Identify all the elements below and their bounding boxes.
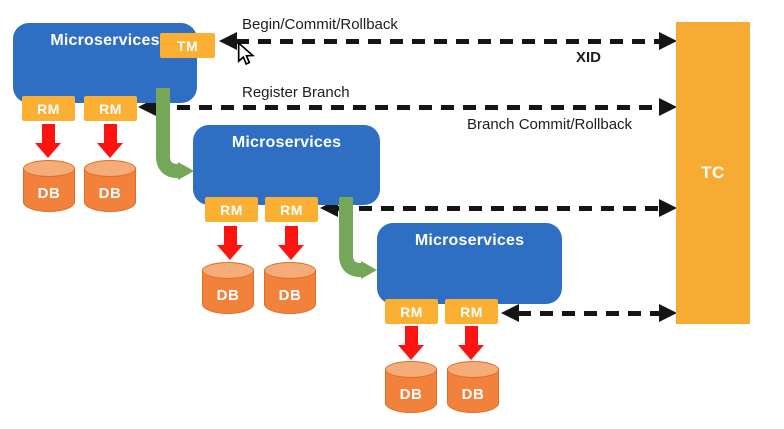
rm-badge: RM [385, 299, 438, 324]
service-box-2: Microservices [193, 125, 380, 205]
rm-badge: RM [22, 96, 75, 121]
arrowhead-right-icon [659, 304, 677, 322]
tc-label: TC [701, 163, 725, 182]
service-title: Microservices [50, 32, 160, 49]
arrow-line [337, 206, 664, 211]
green-curve-arrow-icon [339, 197, 377, 279]
mouse-cursor-icon [237, 42, 255, 66]
db-cylinder-top [202, 262, 254, 279]
tc-node: TC [676, 22, 750, 324]
db-cylinder-top [385, 361, 437, 378]
red-down-arrow-icon [217, 226, 244, 260]
db-cylinder-top [447, 361, 499, 378]
xid-label: XID [576, 49, 602, 66]
db-cylinder-top [264, 262, 316, 279]
red-down-arrow-icon [35, 124, 62, 158]
db-cylinder-body: DB [264, 270, 316, 314]
db-label: DB [216, 286, 240, 304]
arrowhead-left-icon [501, 304, 519, 322]
rm-badge: RM [205, 197, 258, 222]
arrowhead-right-icon [659, 32, 677, 50]
begin-commit-rollback-label: Begin/Commit/Rollback [242, 16, 398, 33]
green-curve-arrow-icon [156, 88, 194, 180]
service-title: Microservices [231, 134, 342, 151]
rm-badge: RM [445, 299, 498, 324]
branch-commit-rollback-label: Branch Commit/Rollback [467, 116, 633, 133]
arrow-line [155, 105, 664, 110]
tm-badge: TM [160, 33, 215, 58]
db-label: DB [278, 286, 302, 304]
service-box-3: Microservices [377, 223, 562, 304]
db-label: DB [399, 385, 423, 403]
db-cylinder: DB [385, 361, 437, 414]
db-label: DB [98, 184, 122, 202]
red-down-arrow-icon [278, 226, 305, 260]
db-cylinder: DB [202, 262, 254, 315]
arrow-line [236, 39, 664, 44]
db-cylinder: DB [23, 160, 75, 213]
rm-badge: RM [84, 96, 137, 121]
db-cylinder-top [23, 160, 75, 177]
db-cylinder: DB [264, 262, 316, 315]
arrowhead-right-icon [659, 199, 677, 217]
arrowhead-right-icon [659, 98, 677, 116]
red-down-arrow-icon [398, 326, 425, 360]
db-cylinder: DB [84, 160, 136, 213]
arrow-line [518, 311, 664, 316]
db-cylinder-top [84, 160, 136, 177]
arrowhead-left-icon [219, 32, 237, 50]
service-title: Microservices [414, 232, 525, 249]
register-branch-label: Register Branch [242, 84, 350, 101]
red-down-arrow-icon [97, 124, 124, 158]
db-label: DB [461, 385, 485, 403]
red-down-arrow-icon [458, 326, 485, 360]
db-label: DB [37, 184, 61, 202]
rm-badge: RM [265, 197, 318, 222]
db-cylinder: DB [447, 361, 499, 414]
